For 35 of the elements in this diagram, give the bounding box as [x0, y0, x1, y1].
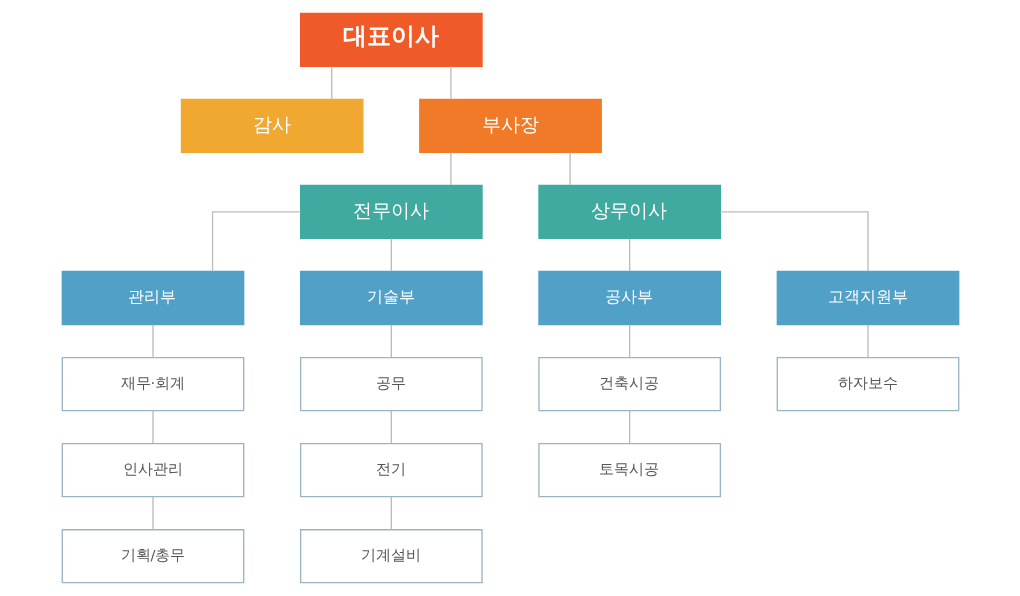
- connector: [866, 324, 869, 358]
- connector: [330, 65, 332, 100]
- connector: [390, 238, 392, 272]
- connector: [151, 410, 154, 444]
- node-box: 기계설비: [299, 529, 483, 584]
- connector: [628, 324, 630, 358]
- connector: [449, 65, 452, 100]
- connector: [390, 410, 392, 444]
- node-box: 하자보수: [776, 356, 959, 412]
- node-box: 고객지원부: [776, 270, 959, 326]
- connector: [719, 211, 869, 272]
- connector: [211, 211, 301, 272]
- node-box: 감사: [180, 98, 364, 153]
- node-box: 기획/총무: [61, 529, 244, 584]
- connector: [151, 324, 154, 358]
- node-box: 공무: [299, 356, 483, 412]
- node-box: 전기: [299, 443, 483, 498]
- connector: [449, 151, 452, 186]
- connector: [390, 324, 392, 358]
- node-box: 기술부: [299, 270, 483, 326]
- node-box: 토목시공: [537, 443, 721, 498]
- node-box: 건축시공: [537, 356, 721, 412]
- node-box: 상무이사: [537, 184, 721, 240]
- connector: [390, 496, 392, 530]
- connector: [151, 496, 154, 530]
- connector: [628, 238, 630, 272]
- node-box: 공사부: [537, 270, 721, 326]
- connector: [628, 410, 630, 444]
- connector: [568, 151, 571, 186]
- node-box: 부사장: [418, 98, 602, 153]
- node-box: 대표이사: [299, 12, 483, 67]
- node-box: 재무·회계: [61, 356, 244, 412]
- node-box: 인사관리: [61, 443, 244, 498]
- node-box: 전무이사: [299, 184, 483, 240]
- node-box: 관리부: [61, 270, 244, 326]
